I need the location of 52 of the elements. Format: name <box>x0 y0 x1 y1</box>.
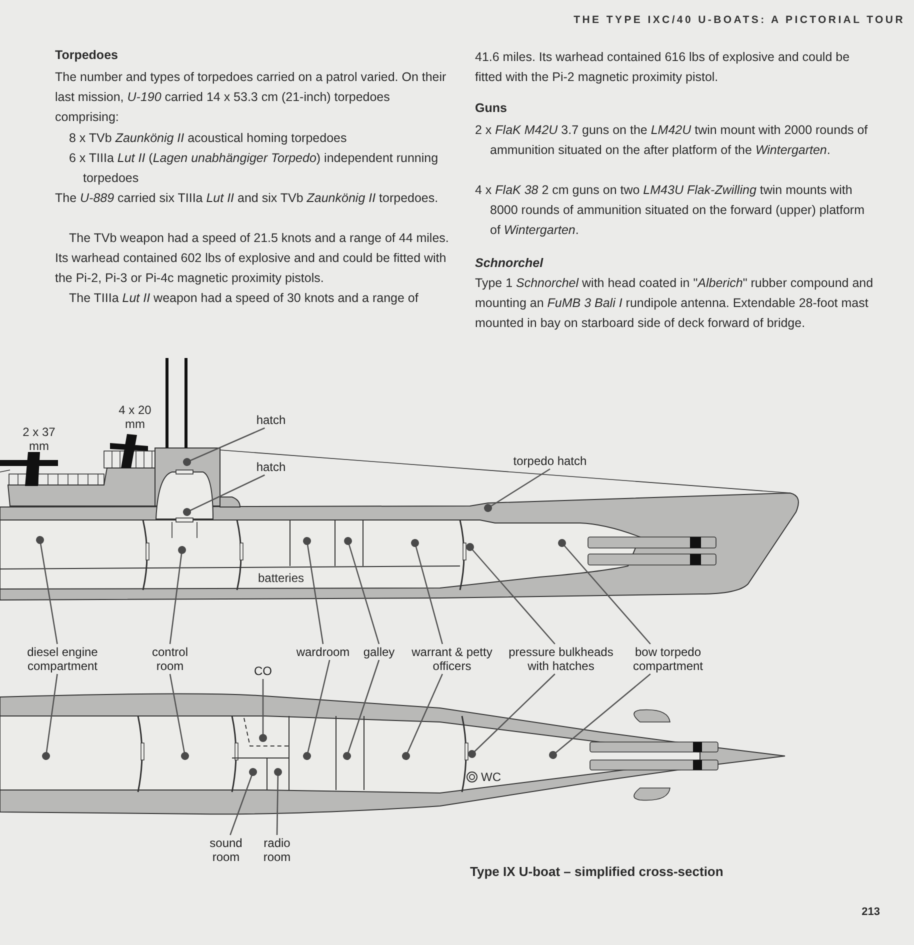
part-label: warrant & petty officers <box>404 645 500 673</box>
leader-line <box>549 674 651 759</box>
leader-line <box>484 468 550 512</box>
part-label: diesel engine compartment <box>10 645 115 673</box>
caliber-label: 4 x 20 mm <box>118 403 152 431</box>
leader-line <box>303 537 324 644</box>
leader-line <box>402 674 443 760</box>
part-label: sound room <box>205 836 247 864</box>
part-label: CO <box>250 664 276 678</box>
leader-line <box>36 536 58 644</box>
leader-line <box>466 543 556 644</box>
part-label: hatch <box>250 460 292 474</box>
leader-line <box>344 537 380 644</box>
body-paragraph: Type 1 Schnorchel with head coated in "Alberich" rubber compound and mounting an FuMB 3 Bali I rundipole antenna. Extendable 28-foot mast mounted in bay on starboard side of deck forward of bridge. <box>475 275 874 332</box>
part-label: control room <box>140 645 200 673</box>
part-label: bow torpedo compartment <box>624 645 712 673</box>
body-paragraph: The TVb weapon had a speed of 21.5 knots and a range of 44 miles. Its warhead contained 602 lbs of explosive and and could be fitted with the Pi-2, Pi-3 or Pi-4c magnetic proximity pistols. <box>55 230 450 287</box>
part-label: radio room <box>256 836 298 864</box>
leader-line <box>468 674 556 758</box>
part-label: torpedo hatch <box>500 454 600 468</box>
body-paragraph: 41.6 miles. Its warhead contained 616 lbs of explosive and could be fitted with the Pi-2 magnetic proximity pistol. <box>475 49 851 86</box>
figure-caption: Type IX U-boat – simplified cross-section <box>470 863 724 881</box>
leader-line <box>558 539 651 644</box>
page-number: 213 <box>860 905 880 920</box>
leader-line <box>259 679 267 742</box>
list-item: 2 x FlaK M42U 3.7 guns on the LM42U twin mount with 2000 rounds of ammunition situated on the after platform of the Wintergarten. <box>475 122 869 159</box>
leader-line <box>411 539 444 644</box>
part-label: WC <box>481 770 502 784</box>
leader-line <box>169 674 189 760</box>
part-label: pressure bulkheads with hatches <box>500 645 622 673</box>
section-heading: Torpedoes <box>55 47 119 64</box>
leader-line <box>169 546 186 644</box>
leader-line <box>343 660 380 760</box>
part-label: wardroom <box>290 645 356 659</box>
part-label: batteries <box>258 571 306 585</box>
running-header: THE TYPE IXC/40 U-BOATS: A PICTORIAL TOUR <box>572 13 905 28</box>
leader-line <box>303 660 330 760</box>
list-item: 4 x FlaK 38 2 cm guns on two LM43U Flak-Zwilling twin mounts with 8000 rounds of ammunition situated on the forward (upper) platform of Wintergarten. <box>475 182 866 239</box>
leader-line <box>230 768 257 836</box>
part-label: hatch <box>250 413 292 427</box>
part-label: galley <box>358 645 400 659</box>
body-paragraph: The number and types of torpedoes carried on a patrol varied. On their last mission, U-190 carried 14 x 53.3 cm (21-inch) torpedoes comprising: <box>55 69 448 126</box>
section-heading: Guns <box>475 100 508 117</box>
leader-line <box>42 674 58 760</box>
list-item: 8 x TVb Zaunkönig II acoustical homing torpedoes <box>69 130 348 147</box>
body-paragraph: The U-889 carried six TIIIa Lut II and six TVb Zaunkönig II torpedoes. <box>55 190 440 207</box>
leader-line <box>183 427 265 466</box>
body-paragraph: The TIIIa Lut II weapon had a speed of 30 knots and a range of <box>68 290 420 307</box>
leader-line <box>274 768 282 836</box>
caliber-label: 2 x 37 mm <box>22 425 56 453</box>
section-heading: Schnorchel <box>475 255 544 272</box>
leader-line <box>183 474 265 516</box>
